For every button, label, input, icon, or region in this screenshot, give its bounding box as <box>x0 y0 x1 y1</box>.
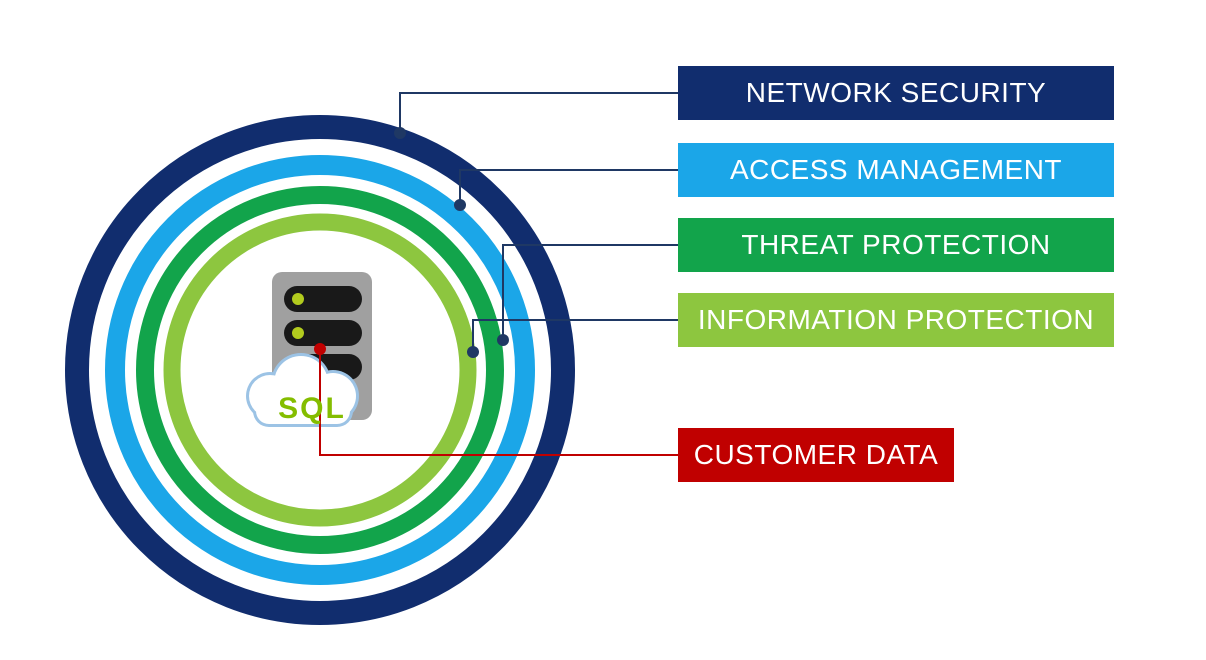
server-slot <box>284 286 362 312</box>
label-text: CUSTOMER DATA <box>693 439 939 470</box>
server-led <box>292 293 304 305</box>
leader-access-management <box>459 169 678 205</box>
label-text: ACCESS MANAGEMENT <box>729 154 1063 185</box>
label-text: NETWORK SECURITY <box>745 77 1047 108</box>
dot-customer-data <box>314 343 326 355</box>
leader-customer-data <box>319 349 678 456</box>
label-bar-network-security: NETWORK SECURITY <box>678 66 1114 120</box>
label-bar-information-protection: INFORMATION PROTECTION <box>678 293 1114 347</box>
ring-network-security <box>65 115 575 625</box>
server-led <box>292 327 304 339</box>
leader-lines <box>399 92 678 352</box>
ring-access-management <box>105 155 535 585</box>
label-bar-threat-protection: THREAT PROTECTION <box>678 218 1114 272</box>
leader-threat-protection <box>502 244 678 340</box>
security-rings <box>65 115 575 625</box>
server-slot <box>284 320 362 346</box>
sql-cloud <box>246 353 359 427</box>
leader-network-security <box>399 92 678 133</box>
dot-information-protection <box>467 346 479 358</box>
leader-information-protection <box>472 319 678 352</box>
label-bar-access-management: ACCESS MANAGEMENT <box>678 143 1114 197</box>
dot-network-security <box>394 127 406 139</box>
ring-threat-protection <box>136 186 504 554</box>
anchor-dots <box>394 127 509 358</box>
ring-information-protection <box>163 213 477 527</box>
sql-label: SQL <box>278 392 346 425</box>
dot-threat-protection <box>497 334 509 346</box>
label-bar-customer-data: CUSTOMER DATA <box>678 428 954 482</box>
dot-access-management <box>454 199 466 211</box>
label-text: INFORMATION PROTECTION <box>697 304 1095 335</box>
label-text: THREAT PROTECTION <box>741 229 1051 260</box>
